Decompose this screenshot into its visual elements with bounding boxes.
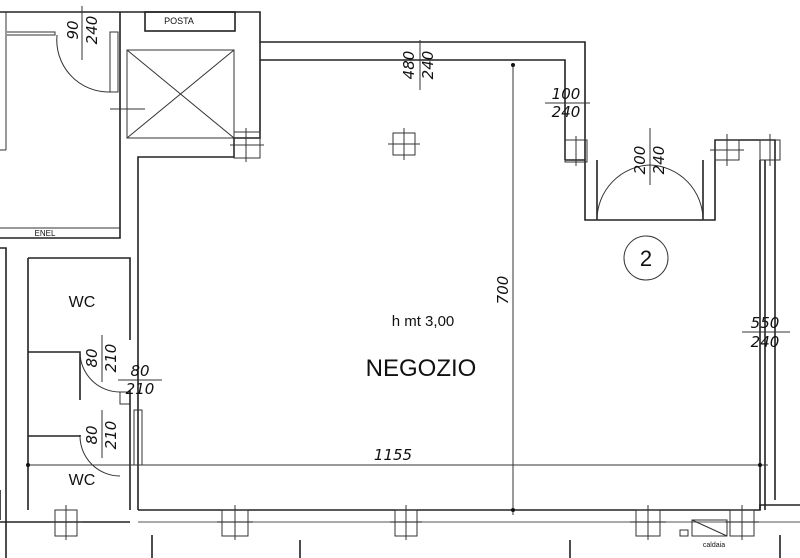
window-top-height: 240 [419, 51, 437, 80]
shop-door-height: 210 [126, 380, 155, 398]
window-top-width: 480 [400, 51, 418, 80]
enel-label: ENEL [35, 229, 56, 238]
window-right-top-width: 100 [552, 85, 581, 103]
wc-door-lower-height: 210 [102, 421, 120, 450]
door-90-width: 90 [64, 20, 82, 39]
unit-number-circle [623, 235, 669, 281]
room-name-label: NEGOZIO [366, 355, 477, 382]
wc-door-upper-height: 210 [102, 344, 120, 373]
door-90-height: 240 [83, 16, 101, 45]
entrance-door-leaf-right [649, 164, 704, 221]
wc-lower-label: WC [69, 472, 96, 489]
entrance-door-leaf-left [596, 164, 651, 221]
wc-rooms [0, 247, 781, 558]
wc-door-upper-width: 80 [83, 348, 101, 367]
pillar-marks [50, 128, 781, 540]
shop-walls [0, 41, 800, 523]
wc-upper-label: WC [69, 294, 96, 311]
total-depth: 700 [494, 276, 512, 305]
posta-label: POSTA [164, 16, 194, 26]
shop-door-width: 80 [130, 362, 149, 380]
window-right-top-height: 240 [552, 103, 581, 121]
boiler [691, 519, 728, 537]
caldaia-label: caldaia [703, 542, 725, 549]
window-right-width: 550 [751, 314, 780, 332]
elevator-shaft [126, 49, 235, 139]
window-right-height: 240 [751, 333, 780, 351]
unit-number: 2 [640, 246, 652, 271]
total-width: 1155 [374, 446, 412, 464]
wc-door-lower-width: 80 [83, 425, 101, 444]
mailbox-posta [144, 11, 236, 32]
room-height-label: h mt 3,00 [392, 313, 455, 330]
entrance-door-width: 200 [631, 146, 649, 175]
entrance-door-height: 240 [650, 146, 668, 175]
